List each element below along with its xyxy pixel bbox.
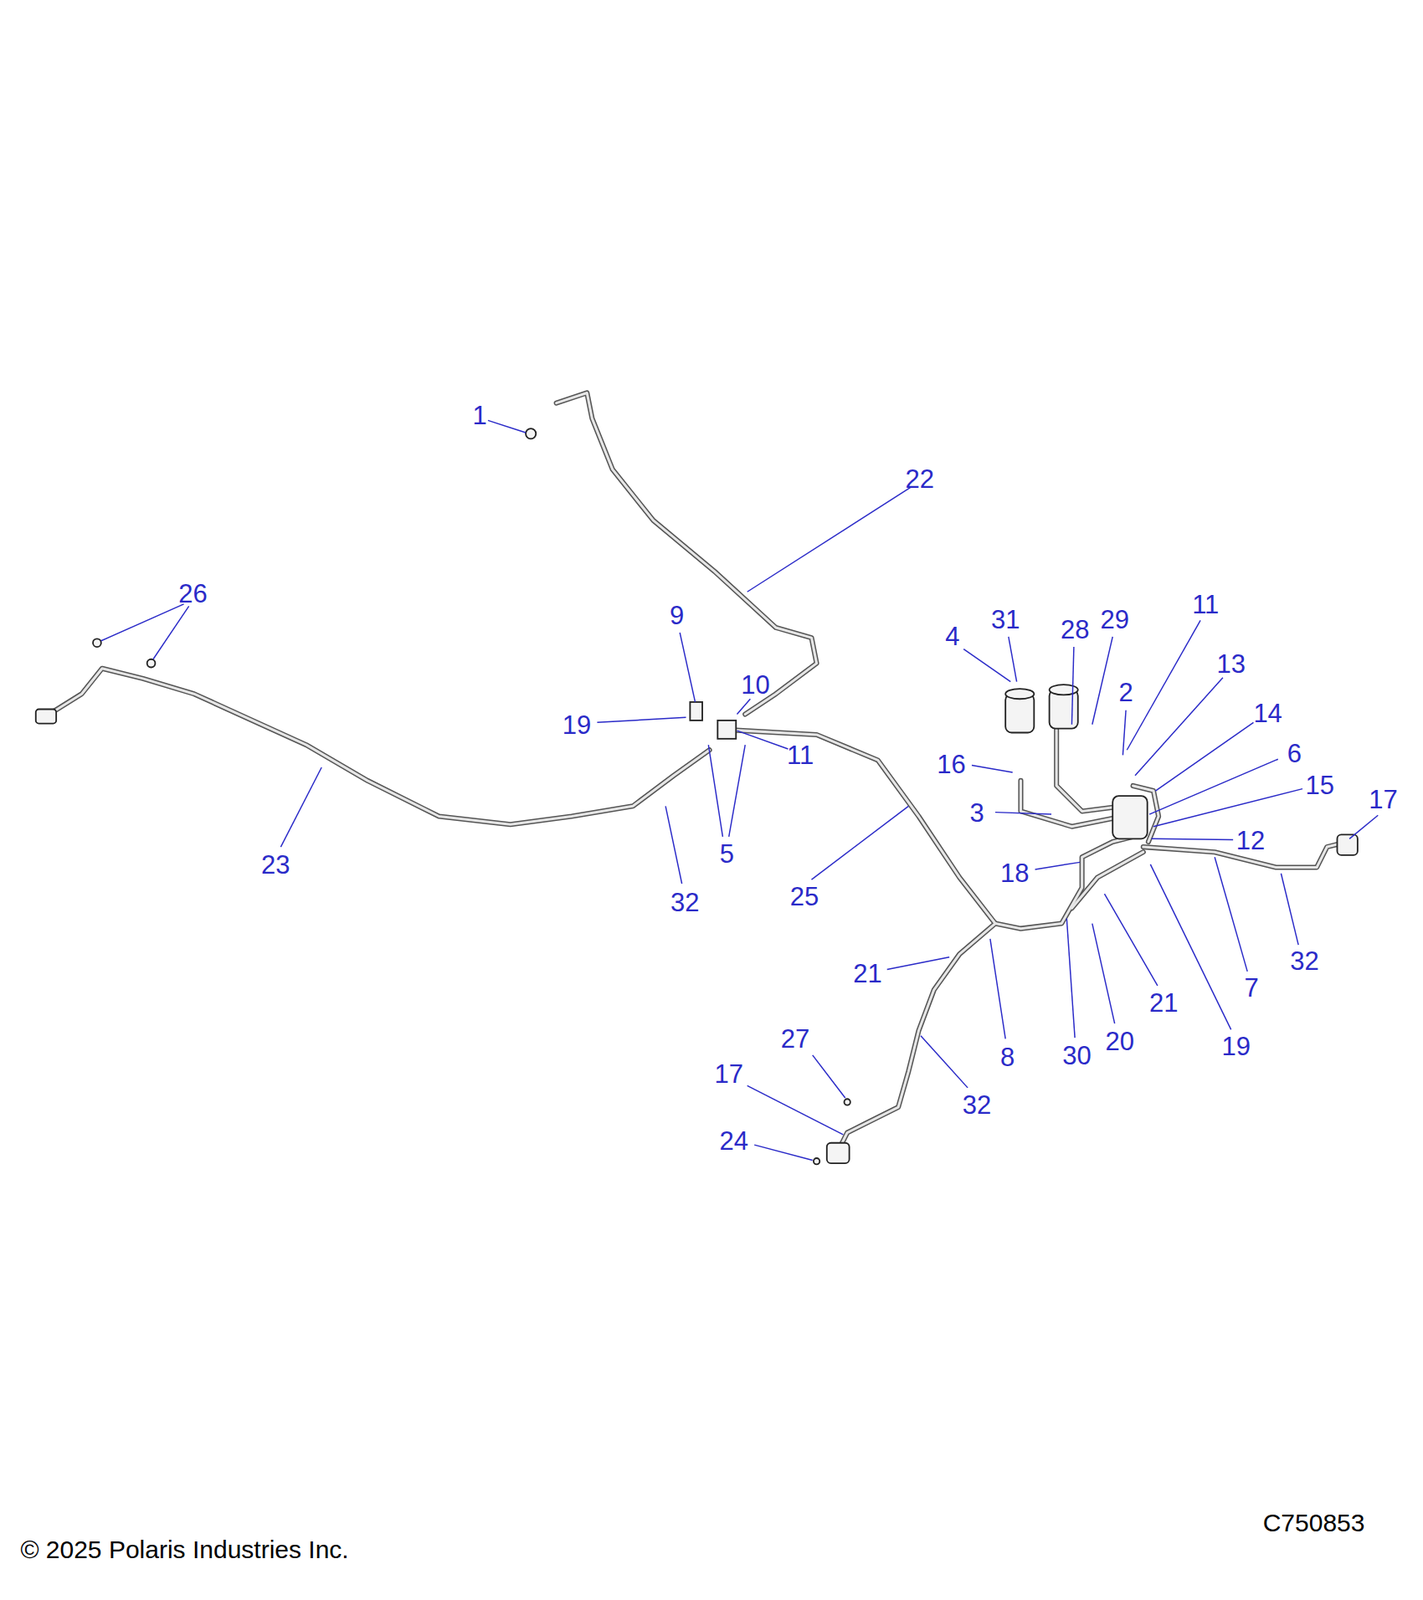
callout-number: 1 bbox=[472, 402, 488, 429]
callout-number: 19 bbox=[562, 711, 591, 738]
callout-number: 5 bbox=[719, 840, 735, 867]
callout-number: 22 bbox=[905, 465, 935, 492]
callout-number: 23 bbox=[261, 851, 290, 878]
callout-number: 31 bbox=[991, 606, 1020, 633]
callout-number: 21 bbox=[852, 960, 882, 987]
callout-number: 32 bbox=[1289, 947, 1319, 974]
callout-number: 4 bbox=[945, 622, 960, 649]
callout-number: 17 bbox=[1368, 785, 1398, 812]
callout-number: 19 bbox=[1222, 1033, 1251, 1060]
callout-number: 14 bbox=[1253, 700, 1282, 727]
callout-number: 32 bbox=[670, 889, 699, 916]
callout-number: 30 bbox=[1062, 1042, 1091, 1069]
callout-number: 2 bbox=[1118, 678, 1133, 705]
callout-number: 16 bbox=[936, 751, 966, 778]
callout-number: 25 bbox=[790, 883, 819, 910]
callout-number: 6 bbox=[1287, 740, 1302, 767]
copyright-note: © 2025 Polaris Industries Inc. bbox=[20, 1537, 349, 1563]
callout-number: 28 bbox=[1060, 616, 1090, 643]
callout-number: 12 bbox=[1236, 827, 1265, 853]
callout-number: 26 bbox=[178, 580, 207, 607]
callout-number: 18 bbox=[1000, 859, 1029, 886]
callout-number: 20 bbox=[1105, 1027, 1135, 1054]
callout-number: 11 bbox=[786, 742, 814, 769]
callout-number: 13 bbox=[1216, 650, 1245, 677]
callout-number: 7 bbox=[1243, 975, 1259, 1002]
callout-number: 32 bbox=[962, 1091, 992, 1118]
callout-number: 11 bbox=[1191, 590, 1219, 617]
callout-number: 27 bbox=[780, 1026, 810, 1053]
callout-number: 17 bbox=[714, 1060, 743, 1087]
callout-number: 21 bbox=[1149, 989, 1178, 1016]
callout-number: 29 bbox=[1099, 606, 1129, 633]
callout-number: 15 bbox=[1305, 771, 1335, 798]
callout-number: 10 bbox=[740, 672, 770, 699]
callout-number: 8 bbox=[1000, 1044, 1015, 1071]
drawing-number: C750853 bbox=[1263, 1510, 1366, 1537]
callout-number: 9 bbox=[669, 602, 684, 629]
callout-number: 3 bbox=[969, 799, 984, 826]
callout-number: 24 bbox=[719, 1128, 749, 1155]
